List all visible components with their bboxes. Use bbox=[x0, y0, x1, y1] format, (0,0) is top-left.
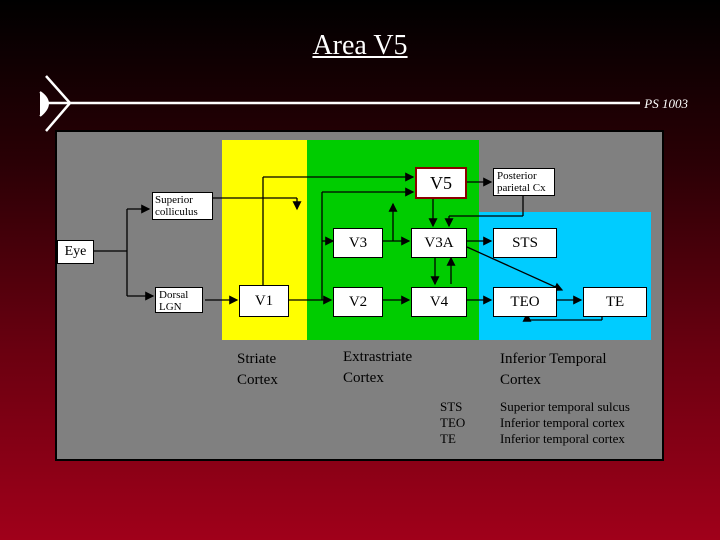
visual-pathway-diagram: V5 Posterior parietal Cx Superior collic… bbox=[55, 130, 664, 461]
striate-cortex-label: Striate Cortex bbox=[237, 351, 278, 388]
inferior-temporal-cortex-label: Inferior Temporal Cortex bbox=[500, 351, 607, 388]
abbreviation-legend: STS Superior temporal sulcus TEO Inferio… bbox=[440, 399, 630, 447]
course-code: PS 1003 bbox=[644, 96, 688, 111]
posterior-parietal-node: Posterior parietal Cx bbox=[493, 168, 555, 196]
legend-row: TEO Inferior temporal cortex bbox=[440, 415, 630, 431]
legend-meaning: Superior temporal sulcus bbox=[500, 399, 630, 414]
te-node: TE bbox=[583, 287, 647, 317]
v3-node: V3 bbox=[333, 228, 383, 258]
legend-abbr: TE bbox=[440, 431, 456, 446]
v2-node: V2 bbox=[333, 287, 383, 317]
eye-node: Eye bbox=[57, 240, 94, 264]
v4-node: V4 bbox=[411, 287, 467, 317]
dorsal-lgn-node: Dorsal LGN bbox=[155, 287, 203, 313]
legend-abbr: STS bbox=[440, 399, 463, 414]
v1-node: V1 bbox=[239, 285, 289, 317]
legend-row: TE Inferior temporal cortex bbox=[440, 431, 630, 447]
legend-meaning: Inferior temporal cortex bbox=[500, 431, 625, 446]
superior-colliculus-label: Superior colliculus bbox=[152, 192, 213, 220]
legend-row: STS Superior temporal sulcus bbox=[440, 399, 630, 415]
v5-node: V5 bbox=[415, 167, 467, 199]
legend-abbr: TEO bbox=[440, 415, 466, 430]
sts-node: STS bbox=[493, 228, 557, 258]
legend-meaning: Inferior temporal cortex bbox=[500, 415, 625, 430]
extrastriate-cortex-label: Extrastriate Cortex bbox=[343, 349, 413, 386]
v3a-node: V3A bbox=[411, 228, 467, 258]
slide-title: Area V5 bbox=[312, 30, 408, 61]
teo-node: TEO bbox=[493, 287, 557, 317]
pathway-arrows bbox=[92, 172, 603, 322]
